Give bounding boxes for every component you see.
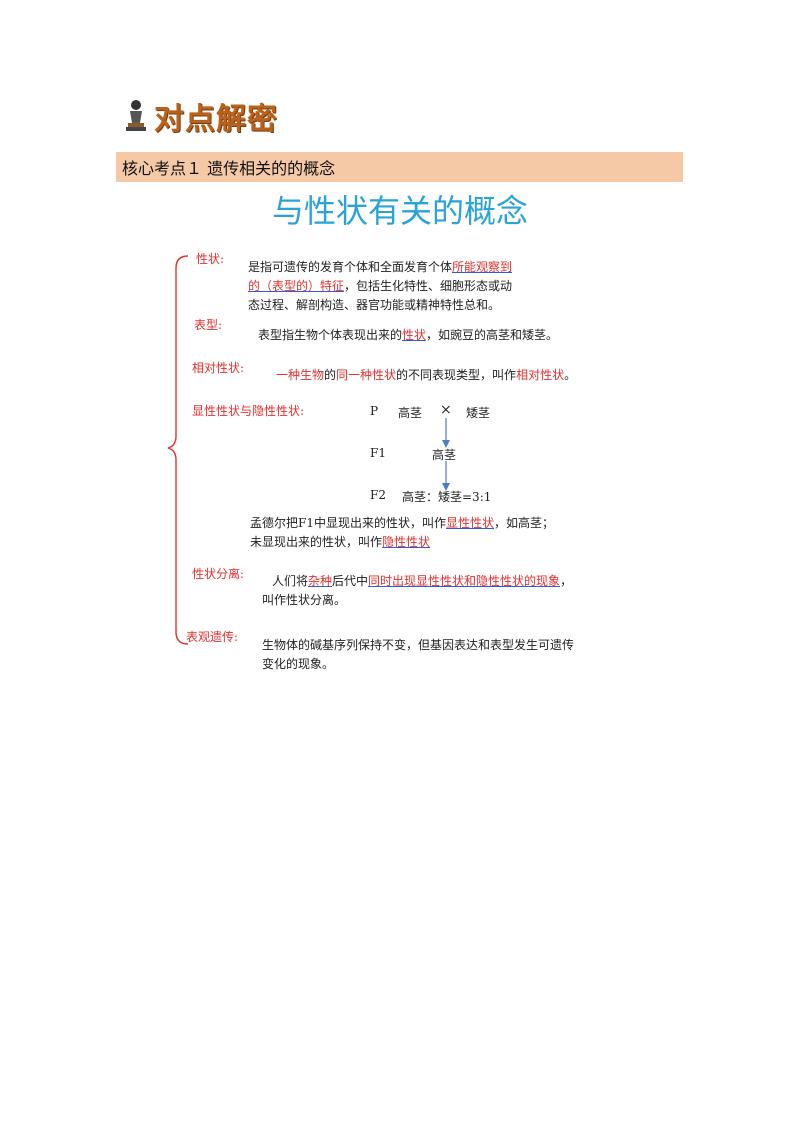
reading-figure-icon (124, 99, 148, 133)
phenotype-definition: 表型指生物个体表现出来的性状，如豌豆的高茎和矮茎。 (258, 328, 559, 342)
cross-f1-tall: 高茎 (432, 448, 457, 462)
label-epigenetics: 表观遗传: (186, 630, 239, 644)
trait-definition: 是指可遗传的发育个体和全面发育个体所能观察到 的（表型的）特征，包括生化特性、细… (248, 260, 513, 312)
label-phenotype: 表型: (194, 318, 223, 332)
trait-highlight-1: 所能观察到 (452, 260, 513, 274)
epigenetics-definition: 生物体的碱基序列保持不变，但基因表达和表型发生可遗传 变化的现象。 (262, 638, 575, 671)
segregation-highlight-2: 同时出现显性性状和隐性性状的现象 (368, 574, 561, 588)
section-title-bar: 核心考点１ 遗传相关的的概念 (116, 152, 683, 182)
cross-f1-label: F1 (370, 446, 386, 460)
section-heading: 对点解密 (124, 96, 278, 137)
phenotype-highlight: 性状 (402, 328, 427, 342)
segregation-definition: 人们将杂种后代中同时出现显性性状和隐性性状的现象， 叫作性状分离。 (262, 574, 573, 607)
label-trait: 性状: (196, 252, 225, 266)
arrow-down-icon (442, 461, 450, 491)
cross-f2-result: 高茎：矮茎=3:1 (402, 490, 492, 504)
section-title: 核心考点１ 遗传相关的的概念 (122, 159, 336, 178)
label-segregation: 性状分离: (192, 567, 245, 581)
segregation-highlight-1: 杂种 (308, 574, 333, 588)
dominant-highlight: 显性性状 (445, 516, 494, 530)
main-title: 与性状有关的概念 (271, 192, 528, 230)
cross-p-label: P (370, 404, 379, 418)
label-relative-trait: 相对性状: (192, 361, 245, 375)
arrow-down-icon (442, 418, 450, 448)
cross-f2-label: F2 (370, 488, 386, 502)
recessive-highlight: 隐性性状 (382, 535, 431, 549)
trait-highlight-2: 的（表型的）特征 (248, 279, 345, 293)
cross-p-tall: 高茎 (398, 406, 423, 420)
left-brace (167, 255, 189, 645)
dominant-recessive-definition: 孟德尔把F1中显现出来的性状，叫作显性性状，如高茎； 未显现出来的性状，叫作隐性… (250, 516, 554, 549)
heading-text: 对点解密 (154, 102, 278, 137)
cross-p-short: 矮茎 (466, 406, 491, 420)
label-dominant-recessive: 显性性状与隐性性状: (192, 404, 305, 418)
cross-sign: × (440, 402, 452, 418)
relative-trait-definition: 一种生物的同一种性状的不同表现类型，叫作相对性状。 (276, 368, 577, 382)
